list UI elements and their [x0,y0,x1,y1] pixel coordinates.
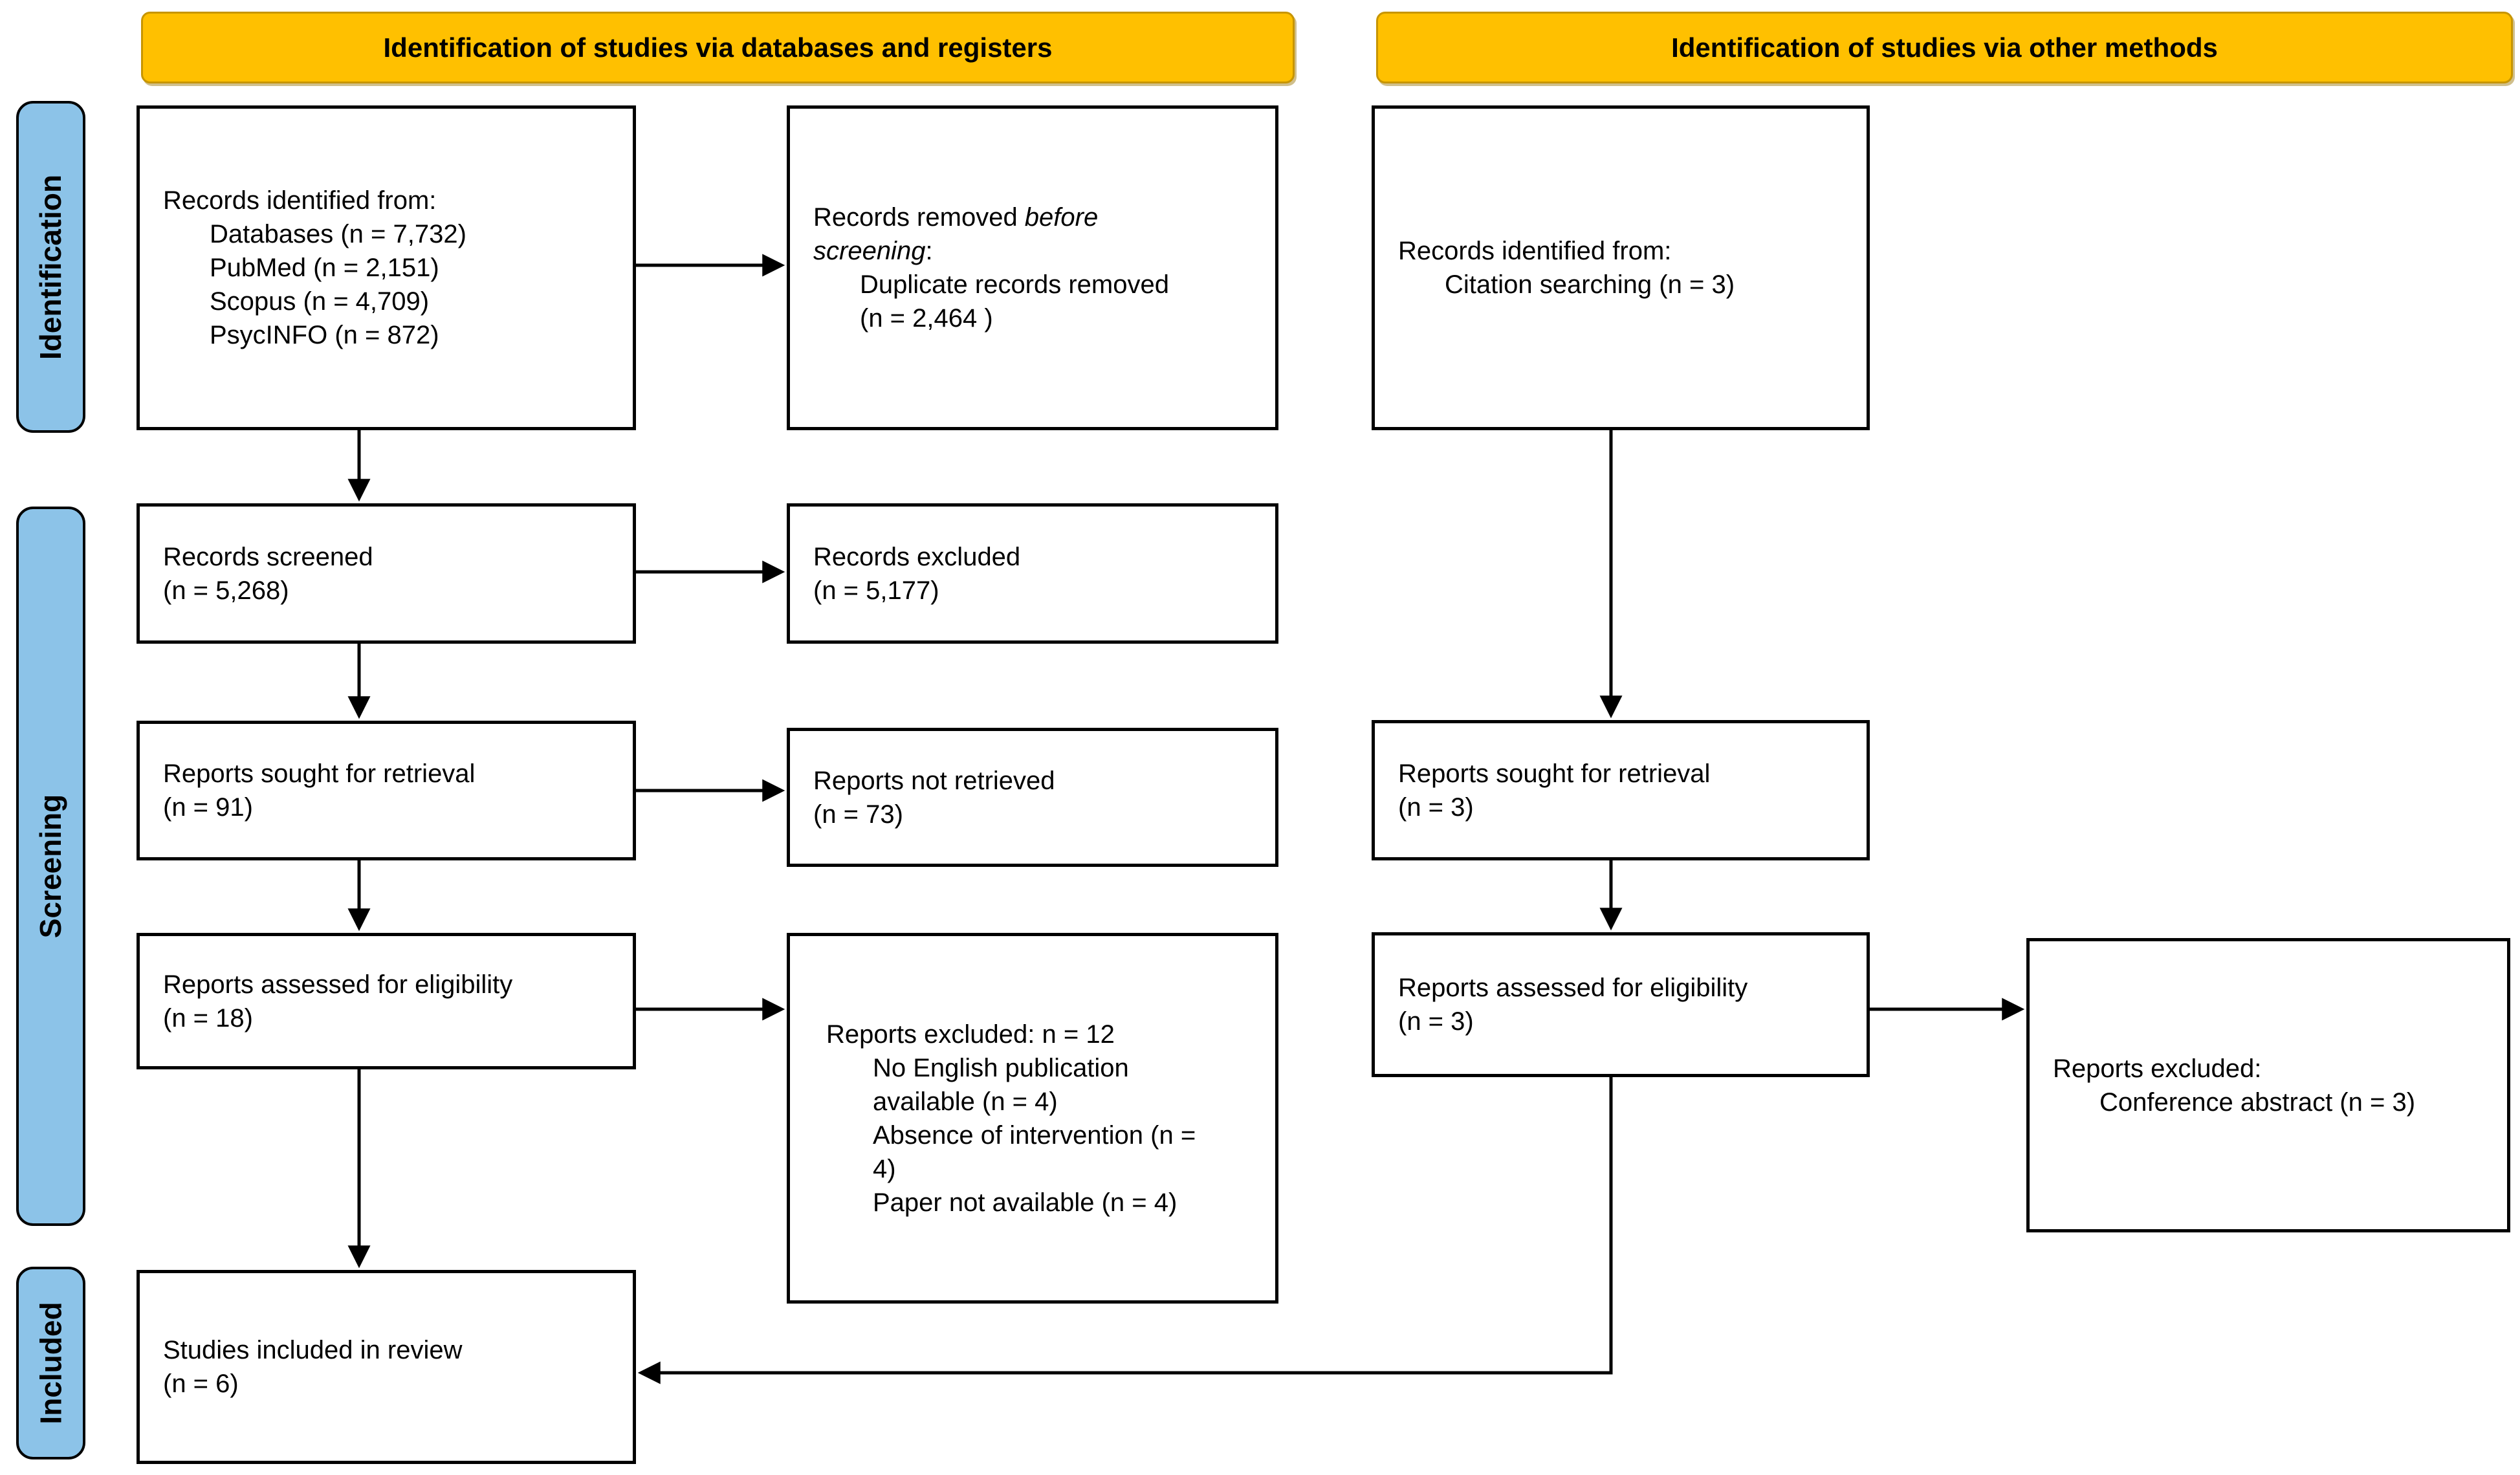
box-records-excluded: Records excluded (n = 5,177) [787,503,1278,644]
header-databases-registers-label: Identification of studies via databases … [383,32,1053,63]
text-line: Records screened [163,542,373,571]
box-reports-assessed-other: Reports assessed for eligibility (n = 3) [1372,932,1870,1077]
text-line: Absence of intervention (n = [873,1120,1196,1150]
box-studies-included: Studies included in review (n = 6) [137,1270,636,1464]
box-reports-sought-other: Reports sought for retrieval (n = 3) [1372,720,1870,860]
text-line: (n = 73) [813,800,903,829]
text-line: PubMed (n = 2,151) [210,254,439,282]
text-line: Records excluded [813,542,1021,571]
text-line: Records identified from: [1398,237,1672,265]
text-segment-italic: screening [813,237,926,265]
text-line: (n = 91) [163,793,253,822]
text-line: (n = 3) [1398,792,1474,822]
text-segment: : [925,237,933,265]
text-line: Reports sought for retrieval [163,759,476,788]
text-line: PsycINFO (n = 872) [210,321,439,349]
text-segment: Records removed [813,203,1025,232]
text-line: available (n = 4) [873,1087,1058,1116]
text-line: Paper not available (n = 4) [873,1188,1178,1217]
text-line: (n = 2,464 ) [860,304,993,333]
text-line: Studies included in review [163,1336,463,1364]
text-line: Reports not retrieved [813,766,1055,795]
text-line: Records identified from: [163,186,437,215]
header-databases-registers: Identification of studies via databases … [141,12,1295,83]
phase-included-label: Included [34,1302,68,1425]
text-line: (n = 5,268) [163,576,289,605]
phase-identification-label: Identification [34,174,68,360]
phase-included: Included [16,1267,85,1459]
box-reports-excluded-other: Reports excluded: Conference abstract (n… [2026,938,2510,1232]
text-line: Databases (n = 7,732) [210,220,466,248]
text-line: Duplicate records removed [860,270,1169,299]
text-line: (n = 18) [163,1003,253,1032]
text-segment-italic: before [1024,203,1099,232]
box-records-removed-before-screening: Records removed before screening: Duplic… [787,105,1278,430]
box-reports-excluded-databases: Reports excluded: n = 12 No English publ… [787,933,1278,1304]
text-line: (n = 3) [1398,1007,1474,1036]
text-line: 4) [873,1154,896,1183]
text-line: (n = 5,177) [813,576,939,605]
text-line: No English publication [873,1053,1129,1082]
header-other-methods: Identification of studies via other meth… [1376,12,2513,83]
text-line: Scopus (n = 4,709) [210,287,430,316]
box-reports-sought-databases: Reports sought for retrieval (n = 91) [137,721,636,860]
text-line: Reports excluded: n = 12 [826,1020,1115,1049]
text-line: Citation searching (n = 3) [1445,270,1735,299]
header-other-methods-label: Identification of studies via other meth… [1671,32,2218,63]
text-line: Reports excluded: [2053,1054,2262,1083]
phase-screening: Screening [16,507,85,1226]
text-line: Conference abstract (n = 3) [2099,1087,2416,1117]
box-reports-assessed-databases: Reports assessed for eligibility (n = 18… [137,933,636,1069]
text-line: Reports assessed for eligibility [163,970,513,999]
phase-screening-label: Screening [34,794,68,939]
text-line: screening: [813,234,1256,268]
text-line: Reports assessed for eligibility [1398,974,1748,1002]
box-records-identified-databases: Records identified from: Databases (n = … [137,105,636,430]
box-records-screened: Records screened (n = 5,268) [137,503,636,644]
text-line: (n = 6) [163,1370,239,1398]
text-line: Records removed before [813,201,1256,234]
phase-identification: Identification [16,101,85,433]
box-reports-not-retrieved: Reports not retrieved (n = 73) [787,728,1278,867]
text-line: Reports sought for retrieval [1398,759,1711,788]
box-records-identified-citation: Records identified from: Citation search… [1372,105,1870,430]
